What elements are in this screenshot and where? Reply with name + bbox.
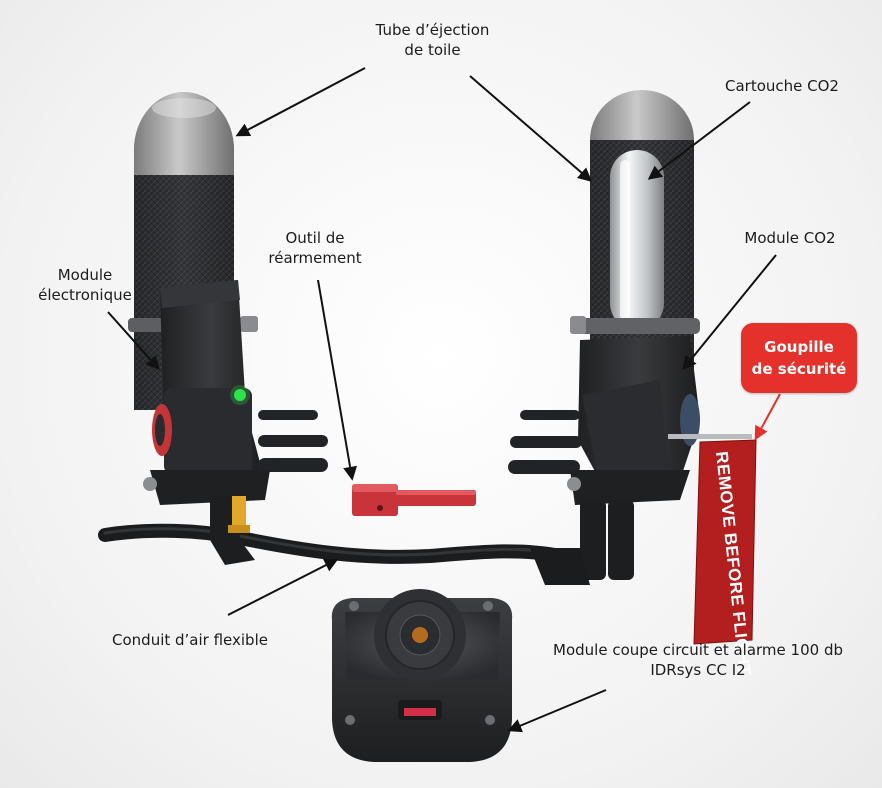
arrow-icon [682, 254, 777, 371]
arrow-icon [317, 279, 358, 481]
label-tube-ejection: Tube d’éjection de toile [375, 21, 490, 59]
label-module-coupe-circuit: Module coupe circuit et alarme 100 db ID… [553, 641, 843, 679]
callout-arrows [107, 67, 781, 733]
label-conduit-air: Conduit d’air flexible [112, 631, 268, 649]
label-outil-rearmement: Outil de réarmement [268, 229, 362, 267]
arrow-icon [227, 558, 339, 616]
arrow-icon [469, 75, 593, 182]
label-module-co2: Module CO2 [744, 229, 836, 247]
label-module-electronique: Module électronique [38, 266, 132, 304]
left-ejection-unit [128, 92, 328, 565]
goupille-securite-badge: Goupille de sécurité [741, 323, 857, 393]
remove-before-flight-flag: REMOVE BEFORE FLIGHT [693, 439, 757, 677]
arrow-icon [235, 67, 366, 137]
arrow-icon [107, 311, 160, 371]
air-conduit [98, 523, 567, 564]
alarm-module [331, 589, 513, 762]
label-cartouche-co2: Cartouche CO2 [725, 77, 839, 95]
arrow-icon [754, 393, 781, 441]
arrow-icon [647, 101, 751, 180]
rearming-tool [352, 484, 476, 516]
right-ejection-unit [508, 90, 752, 585]
arrow-icon [507, 689, 607, 733]
